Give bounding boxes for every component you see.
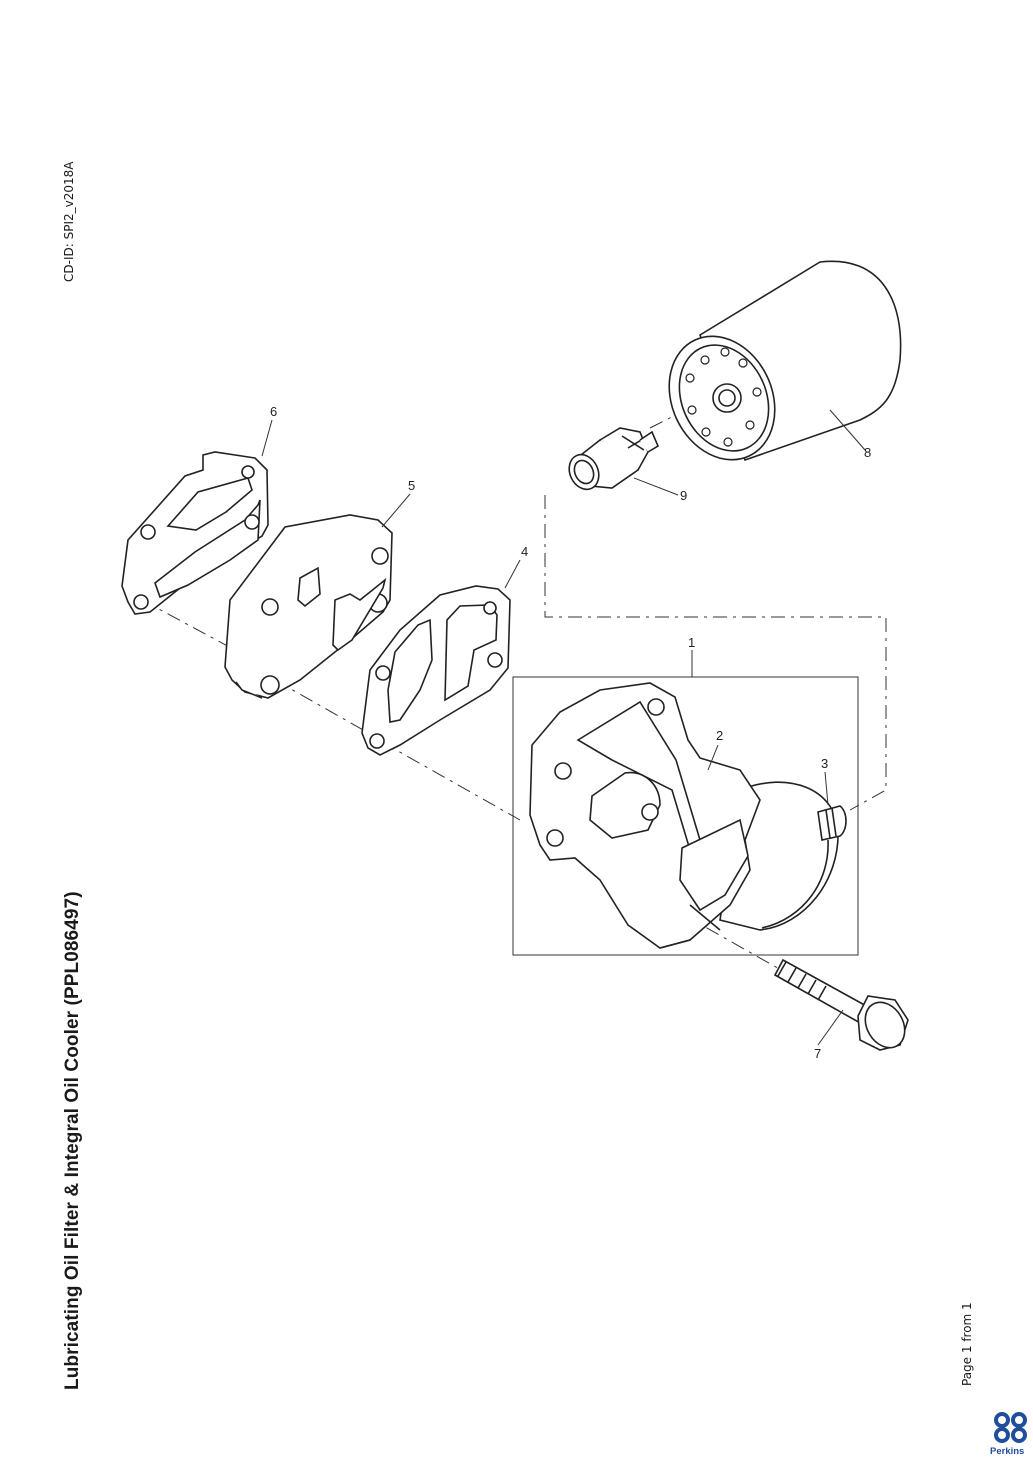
leader-3 — [824, 771, 829, 806]
callout-8: 8 — [864, 445, 871, 460]
assembly-axis-plate — [274, 679, 373, 736]
callout-9: 9 — [680, 488, 687, 503]
callout-5: 5 — [408, 478, 415, 493]
leader-6 — [261, 419, 273, 457]
callout-2: 2 — [716, 728, 723, 743]
assembly-axis-bolt — [554, 841, 791, 976]
callout-3: 3 — [821, 756, 828, 771]
callout-7: 7 — [814, 1046, 821, 1061]
assembly-axis-gaskets — [141, 599, 236, 651]
part-8-oil-filter — [668, 260, 902, 462]
part-4-gasket — [361, 585, 511, 756]
part-7-bolt — [773, 958, 909, 1051]
callout-4: 4 — [521, 544, 528, 559]
part-6-gasket — [121, 451, 269, 615]
perkins-logo-icon — [994, 1412, 1027, 1443]
part-3-stud — [817, 805, 847, 841]
leader-7 — [817, 1009, 844, 1046]
assembly-axis-filter — [544, 495, 887, 811]
brand-name: Perkins — [990, 1446, 1025, 1457]
part-9-adapter — [568, 427, 660, 491]
leader-2 — [707, 744, 719, 771]
part-1-assembly-box — [512, 676, 859, 956]
leader-4 — [504, 559, 521, 589]
leader-5 — [381, 493, 411, 528]
leader-9 — [633, 477, 679, 496]
callout-6: 6 — [270, 404, 277, 419]
callout-1: 1 — [688, 635, 695, 650]
part-1-oil-filter-housing — [529, 682, 847, 949]
part-5-spacer-plate — [224, 514, 393, 699]
leader-8 — [829, 409, 866, 451]
assembly-axis-gasket-housing — [381, 741, 521, 821]
